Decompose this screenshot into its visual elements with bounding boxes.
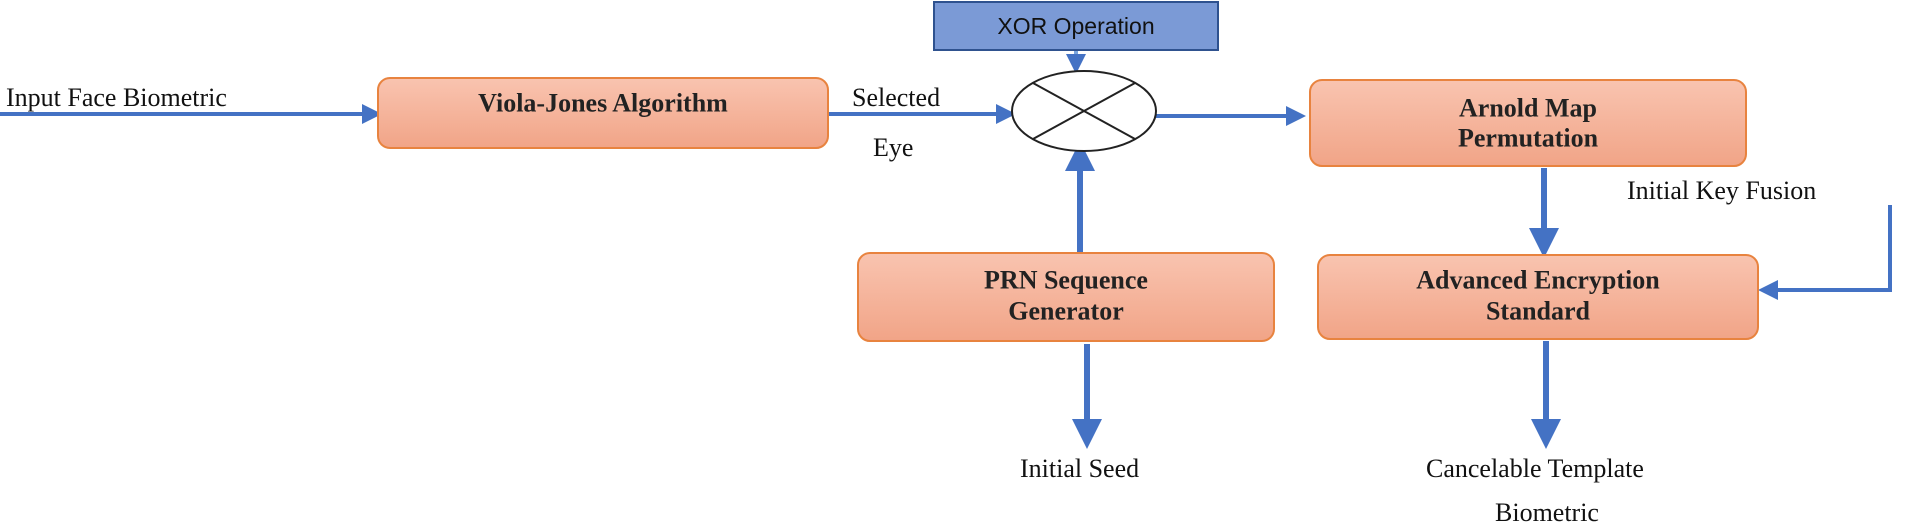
xor-operation-box: XOR Operation (933, 1, 1219, 51)
initial-key-fusion-label: Initial Key Fusion (1627, 176, 1816, 205)
arrow-key-fusion-to-aes (1758, 205, 1892, 300)
selected-label: Selected (852, 83, 940, 112)
aes-label-line2: Standard (1486, 297, 1591, 326)
input-label: Input Face Biometric (6, 83, 227, 112)
viola-jones-label: Viola-Jones Algorithm (478, 89, 728, 118)
cancelable-template-label: Cancelable Template (1426, 454, 1644, 483)
connectors (0, 50, 1892, 449)
prn-generator-box: PRN Sequence Generator (857, 252, 1275, 342)
aes-label-line1: Advanced Encryption (1416, 266, 1660, 295)
arnold-map-label-line2: Permutation (1458, 124, 1599, 153)
initial-seed-label: Initial Seed (1020, 454, 1139, 483)
aes-box: Advanced Encryption Standard (1317, 254, 1759, 340)
eye-label: Eye (873, 133, 913, 162)
arnold-map-box: Arnold Map Permutation (1309, 79, 1747, 167)
prn-generator-label-line1: PRN Sequence (984, 266, 1148, 295)
viola-jones-box: Viola-Jones Algorithm (377, 77, 829, 149)
arnold-map-label-line1: Arnold Map (1459, 94, 1597, 123)
prn-generator-label-line2: Generator (1008, 297, 1124, 326)
cancelable-biometric-label: Biometric (1495, 498, 1599, 527)
xor-symbol (1011, 70, 1157, 152)
xor-operation-label: XOR Operation (997, 13, 1154, 39)
